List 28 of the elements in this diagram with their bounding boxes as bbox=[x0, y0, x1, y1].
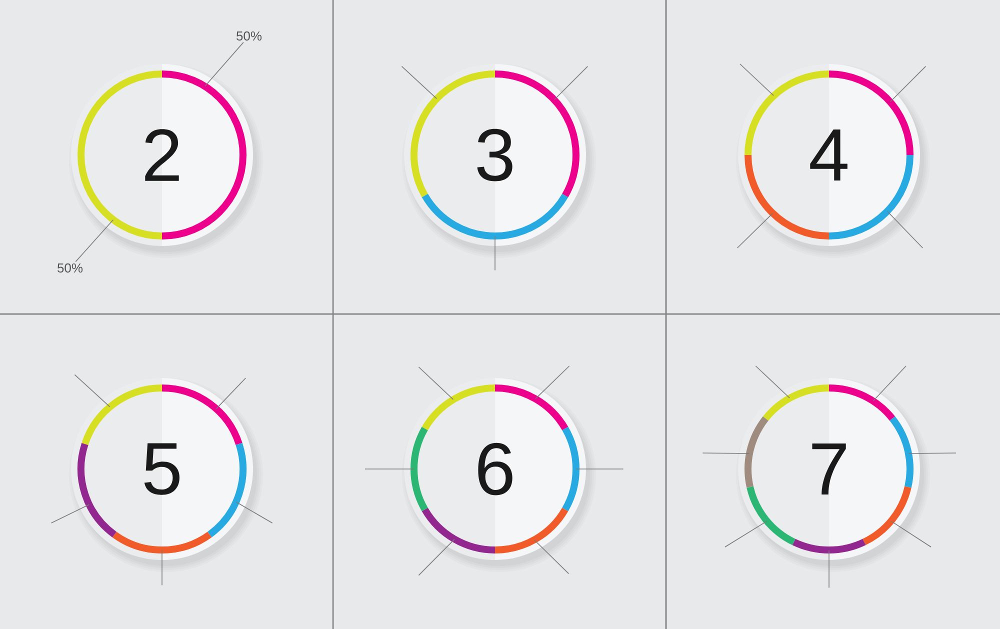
leader-line bbox=[576, 468, 624, 470]
leader-line bbox=[216, 378, 246, 410]
leader-line bbox=[554, 66, 588, 100]
leader-line bbox=[418, 366, 454, 400]
leader-line bbox=[740, 64, 774, 96]
leader-line bbox=[401, 66, 437, 99]
leader-line bbox=[535, 366, 570, 400]
leader-line bbox=[872, 366, 906, 402]
leader-line bbox=[74, 374, 110, 408]
leader-line bbox=[736, 213, 773, 248]
leader-line bbox=[755, 366, 790, 398]
leader-line bbox=[702, 452, 750, 454]
leader-line bbox=[890, 520, 932, 548]
leader-line bbox=[75, 219, 114, 262]
percent-label: 50% bbox=[236, 31, 262, 41]
leader-line bbox=[908, 452, 956, 454]
leader-line bbox=[50, 504, 90, 524]
leader-line bbox=[534, 540, 570, 574]
leader-line bbox=[887, 211, 924, 248]
leader-line bbox=[204, 42, 244, 87]
leader-line bbox=[494, 236, 496, 271]
leader-line bbox=[236, 502, 273, 524]
leader-line bbox=[890, 66, 926, 102]
leader-line bbox=[724, 520, 768, 548]
percent-label: 50% bbox=[58, 263, 83, 273]
leader-line bbox=[364, 468, 414, 470]
leader-line bbox=[418, 538, 455, 576]
leader-line bbox=[828, 550, 830, 588]
